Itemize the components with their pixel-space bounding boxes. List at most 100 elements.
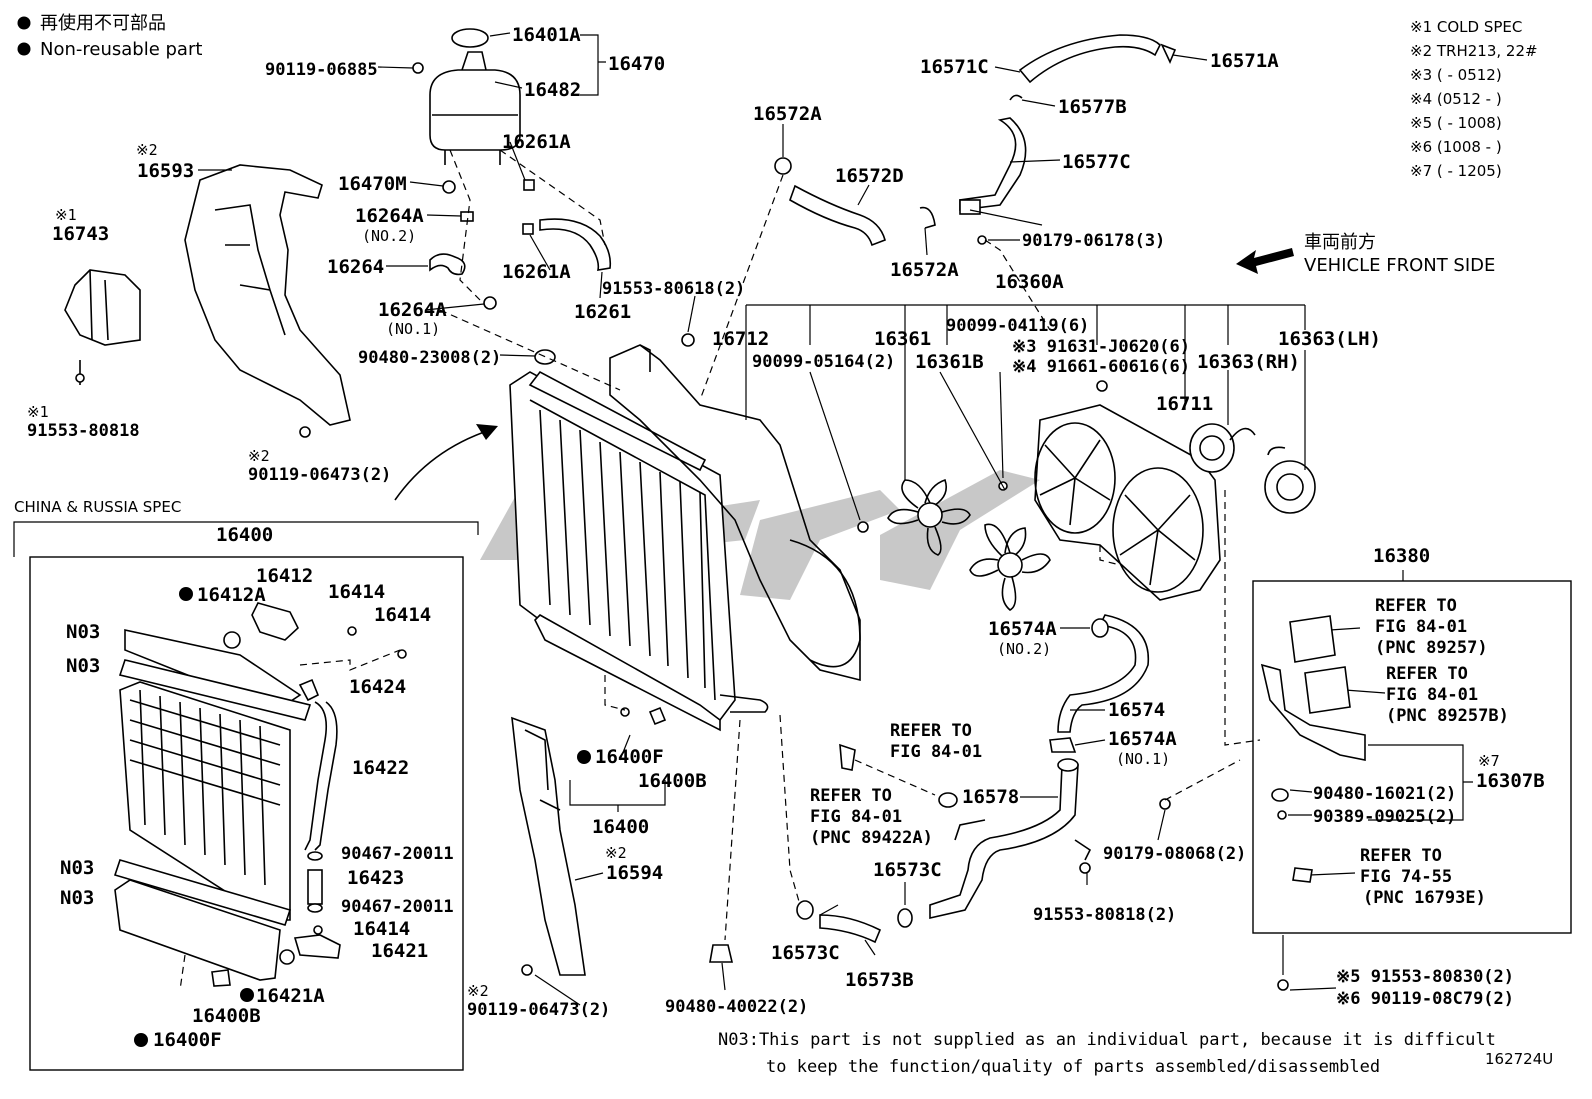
part-label: 90119-06885: [265, 60, 378, 80]
frame-title: CHINA & RUSSIA SPEC: [14, 498, 181, 516]
part-label: N03: [66, 621, 100, 643]
non-reusable-dot-icon: [17, 42, 31, 56]
part-label: 16574: [1108, 699, 1165, 721]
part-label: 16363(LH): [1278, 328, 1381, 350]
dashed-leaders: [179, 149, 1261, 991]
part-label: 16261A: [502, 131, 571, 153]
part-label: ※2: [248, 447, 270, 465]
part-label: 90467-20011: [341, 844, 454, 864]
part-label: 16264A: [378, 299, 447, 321]
part-label: N03: [60, 887, 94, 909]
part-label: 16571C: [920, 56, 989, 78]
part-label: 16572D: [835, 165, 904, 187]
part-label: 16573B: [845, 969, 914, 991]
part-labels: 16401A 16470 90119-06885 16482 16261A 16…: [14, 24, 1545, 1051]
spec-note: ※5 ( - 1008): [1410, 114, 1502, 132]
part-label: ※5 91553-80830(2): [1336, 967, 1514, 987]
part-label: 16577B: [1058, 96, 1127, 118]
part-label: 16400B: [638, 770, 707, 792]
part-label: FIG 84-01: [1375, 617, 1467, 637]
part-label: ※2: [605, 844, 627, 862]
part-label: 16711: [1156, 393, 1213, 415]
part-label: 16422: [352, 757, 409, 779]
part-label: ※2: [467, 982, 489, 1000]
part-label: 16264A: [355, 205, 424, 227]
part-label: 16572A: [753, 103, 822, 125]
radiator-core: [509, 370, 769, 732]
non-reusable-dot-icon: [240, 988, 254, 1002]
part-label: FIG 84-01: [810, 807, 902, 827]
direction-en: VEHICLE FRONT SIDE: [1304, 255, 1495, 276]
hose-16573b: [796, 900, 913, 944]
part-label: 16571A: [1210, 50, 1279, 72]
bracket-leaders: [569, 34, 1473, 821]
part-label: 90179-08068(2): [1103, 844, 1246, 864]
part-label: 16573C: [771, 942, 840, 964]
part-label: 90480-16021(2): [1313, 784, 1456, 804]
part-label: ※2: [136, 141, 158, 159]
part-label: 91553-80818: [27, 421, 140, 441]
part-label: (NO.1): [1116, 750, 1170, 768]
pipe-16578: [929, 758, 1092, 920]
part-label: 16414: [374, 604, 431, 626]
radiator-16400-subassembly: [113, 602, 407, 987]
spec-note: ※2 TRH213, 22#: [1410, 42, 1538, 60]
frame-16380: [1252, 570, 1572, 991]
hose-16574: [1049, 614, 1150, 753]
part-label: 16572A: [890, 259, 959, 281]
part-label: 16414: [328, 581, 385, 603]
spec-note: ※7 ( - 1205): [1410, 162, 1502, 180]
part-label: 16470M: [338, 173, 407, 195]
footnote-line-2: to keep the function/quality of parts as…: [766, 1057, 1380, 1077]
part-label: 16261A: [502, 261, 571, 283]
part-label: 16261: [574, 301, 631, 323]
part-label: REFER TO: [810, 786, 892, 806]
part-label: 16400F: [153, 1029, 222, 1051]
part-label: REFER TO: [1375, 596, 1457, 616]
spec-note: ※3 ( - 0512): [1410, 66, 1502, 84]
part-label: (NO.2): [997, 640, 1051, 658]
part-label: ※6 90119-08C79(2): [1336, 989, 1514, 1009]
footnote: N03:This part is not supplied as an indi…: [718, 1030, 1553, 1077]
part-label: ※1: [27, 403, 49, 421]
part-label: 16743: [52, 223, 109, 245]
footnote-line-1: N03:This part is not supplied as an indi…: [718, 1030, 1496, 1050]
part-label: 90119-06473(2): [248, 465, 391, 485]
part-label: 90480-23008(2): [358, 348, 501, 368]
part-label: FIG 84-01: [1386, 685, 1478, 705]
spec-note: ※1 COLD SPEC: [1410, 18, 1522, 36]
part-label: 16380: [1373, 545, 1430, 567]
non-reusable-dot-icon: [134, 1033, 148, 1047]
non-reusable-dot-icon: [577, 750, 591, 764]
part-label: 16414: [353, 918, 410, 940]
fan-16361b: [969, 523, 1051, 611]
part-label: 16401A: [512, 24, 581, 46]
part-label: FIG 74-55: [1360, 867, 1452, 887]
part-label: 16712: [712, 328, 769, 350]
short-leaders: [198, 32, 1386, 1006]
part-label: 90480-40022(2): [665, 997, 808, 1017]
part-label: 90389-09025(2): [1313, 807, 1456, 827]
non-reusable-dot-icon: [179, 587, 193, 601]
part-label: 16264: [327, 256, 384, 278]
figure-id: 162724U: [1485, 1050, 1553, 1068]
part-label: ※3 91631-J0620(6): [1012, 337, 1190, 357]
part-label: 16421A: [256, 985, 325, 1007]
part-label: 90179-06178(3): [1022, 231, 1165, 251]
part-label: REFER TO: [1386, 664, 1468, 684]
part-label: N03: [60, 857, 94, 879]
part-label: 16360A: [995, 271, 1064, 293]
part-label: N03: [66, 655, 100, 677]
fan-motor-rh: [1189, 423, 1256, 473]
part-label: 90467-20011: [341, 897, 454, 917]
part-label: 91553-80618(2): [602, 279, 745, 299]
part-label: (NO.1): [386, 320, 440, 338]
reservoir-tank: [412, 28, 612, 365]
spec-notes: ※1 COLD SPEC ※2 TRH213, 22# ※3 ( - 0512)…: [1410, 18, 1538, 180]
part-label: 16361B: [915, 351, 984, 373]
dual-fan-shroud-16711: [1034, 380, 1221, 601]
part-label: (NO.2): [362, 227, 416, 245]
part-label: 90099-05164(2): [752, 352, 895, 372]
part-label: 16574A: [1108, 728, 1177, 750]
